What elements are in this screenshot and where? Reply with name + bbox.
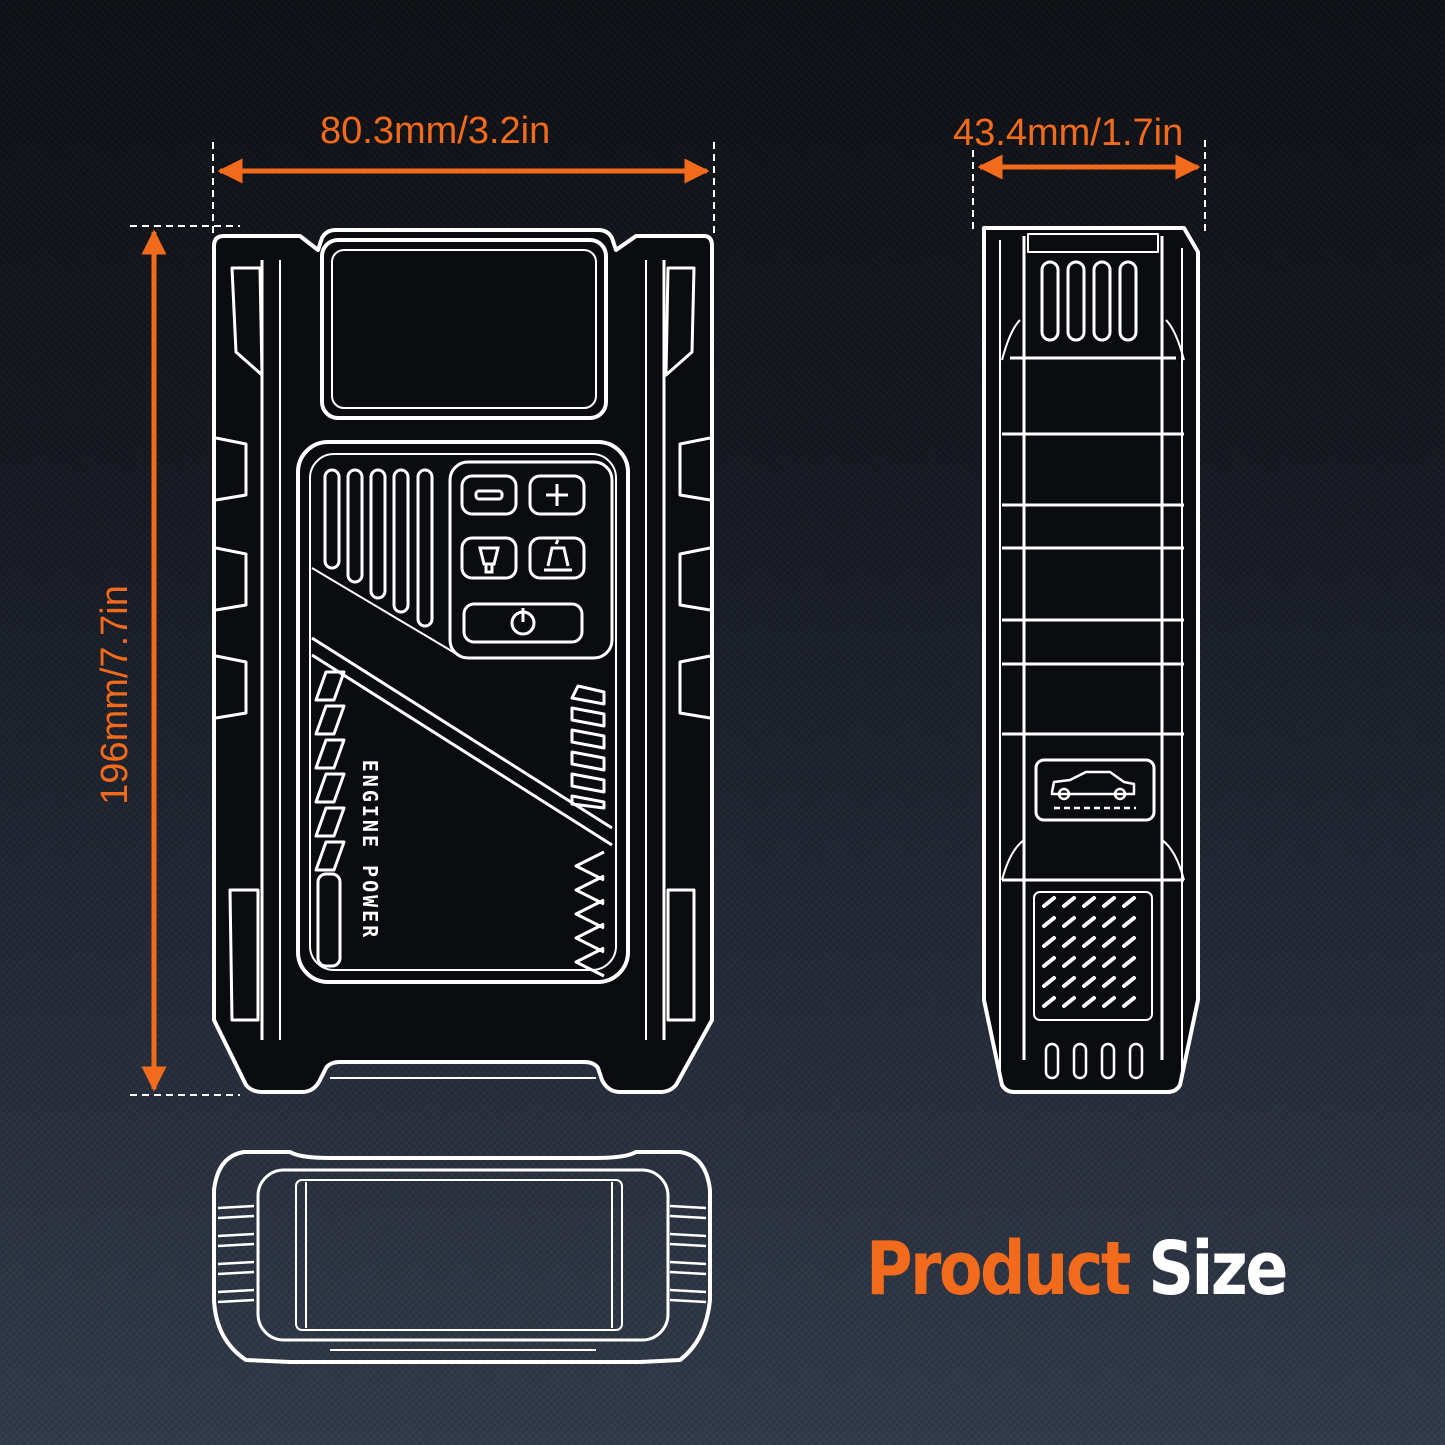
plus-icon [546, 484, 568, 506]
chevron-arrows-icon [574, 850, 605, 978]
height-dimension-label: 196mm/7.7in [94, 585, 136, 805]
flashlight-icon [478, 546, 500, 574]
minus-button[interactable] [460, 474, 518, 516]
height-dimension [130, 225, 240, 1096]
depth-dimension-label: 43.4mm/1.7in [953, 112, 1184, 154]
inflator-button[interactable] [528, 536, 586, 580]
side-view [982, 226, 1200, 1094]
title-word-size: Size [1148, 1226, 1288, 1312]
front-view [212, 228, 714, 1094]
flashlight-button[interactable] [460, 536, 518, 580]
title-word-product: Product [866, 1226, 1131, 1312]
power-button[interactable] [462, 602, 584, 644]
page-title: Product Size [866, 1232, 1288, 1306]
depth-dimension [972, 140, 1206, 232]
minus-icon [474, 489, 504, 501]
brand-text: ENGINE POWER [358, 759, 382, 941]
plus-button[interactable] [528, 474, 586, 516]
tire-inflator-icon [544, 539, 572, 572]
width-dimension-label: 80.3mm/3.2in [320, 110, 551, 152]
car-jump-icon [1050, 770, 1136, 810]
width-dimension [212, 142, 715, 238]
top-view [212, 1150, 712, 1364]
